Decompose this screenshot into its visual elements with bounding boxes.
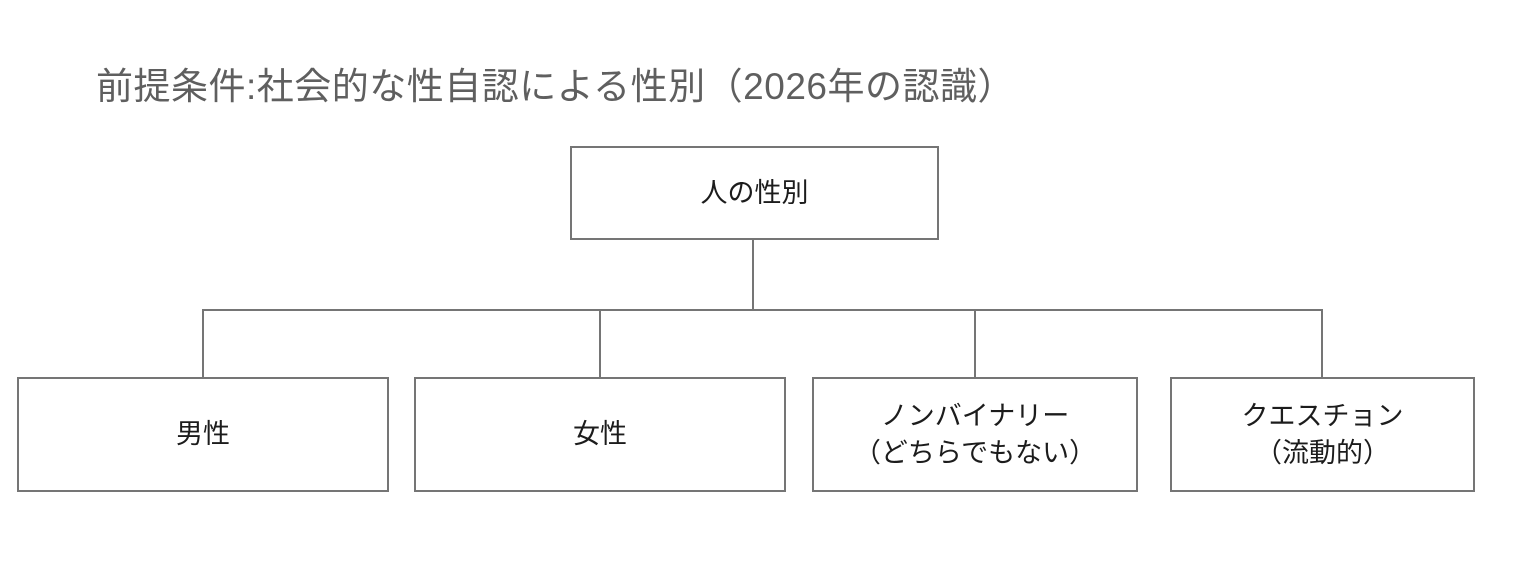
node-questioning-label-line2: （流動的） bbox=[1255, 437, 1390, 468]
connector-drop-questioning bbox=[1321, 310, 1323, 377]
connector-drop-nonbinary bbox=[974, 310, 976, 377]
node-questioning-label-line1: クエスチョン bbox=[1241, 400, 1404, 431]
node-female: 女性 bbox=[414, 377, 786, 492]
connector-drop-male bbox=[202, 310, 204, 377]
node-male: 男性 bbox=[17, 377, 389, 492]
node-root: 人の性別 bbox=[570, 146, 939, 240]
diagram-title: 前提条件:社会的な性自認による性別（2026年の認識） bbox=[96, 66, 1015, 107]
node-nonbinary-label-line1: ノンバイナリー bbox=[880, 400, 1070, 431]
node-male-label-line1: 男性 bbox=[176, 419, 230, 449]
node-questioning: クエスチョン （流動的） bbox=[1170, 377, 1475, 492]
connector-bus bbox=[202, 309, 1323, 311]
node-root-label: 人の性別 bbox=[700, 177, 809, 208]
node-female-label-line1: 女性 bbox=[573, 419, 627, 449]
connector-drop-female bbox=[599, 310, 601, 377]
connector-root-stub bbox=[752, 240, 754, 310]
node-nonbinary-label-line2: （どちらでもない） bbox=[853, 437, 1097, 468]
node-nonbinary: ノンバイナリー （どちらでもない） bbox=[812, 377, 1138, 492]
